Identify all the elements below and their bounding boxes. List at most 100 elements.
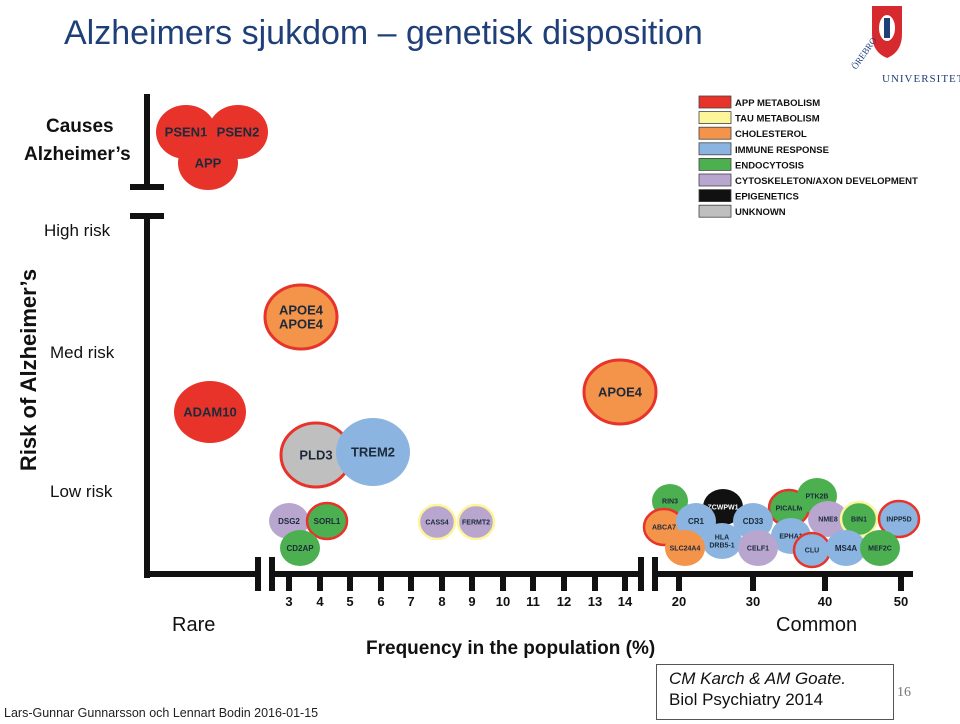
citation-box: CM Karch & AM Goate. Biol Psychiatry 201… — [656, 664, 894, 720]
x-rare-tick-label: 8 — [438, 594, 445, 609]
legend-label: TAU METABOLISM — [735, 114, 820, 125]
x-rare-tick — [500, 571, 506, 591]
legend-label: CHOLESTEROL — [735, 129, 807, 140]
gene-label: INPP5D — [886, 517, 911, 524]
gene-trem2: TREM2 — [336, 418, 410, 486]
legend-label: APP METABOLISM — [735, 98, 820, 109]
y-level-med: Med risk — [50, 343, 115, 362]
gene-bubble — [417, 503, 457, 541]
legend: APP METABOLISM TAU METABOLISM CHOLESTEROL I… — [698, 95, 918, 218]
gene-bubble — [336, 418, 410, 486]
x-rare-tick-label: 7 — [407, 594, 414, 609]
legend-swatch — [698, 126, 732, 140]
gene-bubble — [702, 523, 742, 559]
x-axis-common-label: Common — [776, 614, 857, 636]
gene-bubble — [269, 503, 309, 539]
x-rare-tick-label: 10 — [496, 594, 510, 609]
x-rare-tick-label: 3 — [285, 594, 292, 609]
gene-ms4a: MS4A — [826, 530, 866, 566]
x-rare-tick-label: 9 — [468, 594, 475, 609]
x-rare-tick — [378, 571, 384, 591]
x-axis-line — [144, 557, 913, 591]
gene-label: CD2AP — [286, 544, 314, 553]
x-axis-title: Frequency in the population (%) — [366, 638, 655, 659]
gene-bubble — [665, 530, 705, 566]
gene-label: BIN1 — [851, 517, 867, 524]
gene-label: EPHA1 — [779, 534, 802, 541]
gene-celf1: CELF1 — [738, 530, 778, 566]
gene-label: SLC24A4 — [670, 546, 701, 553]
x-common-tick-label: 30 — [746, 594, 760, 609]
x-axis-ticks — [286, 571, 904, 591]
gene-bubble — [733, 503, 773, 539]
legend-label: ENDOCYTOSIS — [735, 160, 804, 171]
gene-dsg2: DSG2 — [269, 503, 309, 539]
gene-bubble — [456, 503, 496, 541]
gene-bubble — [582, 358, 658, 426]
x-rare-tick — [439, 571, 445, 591]
gene-clu: CLU — [792, 531, 832, 569]
gene-label: CD33 — [743, 517, 764, 526]
gene-cr1: CR1 — [676, 503, 716, 539]
legend-swatch — [698, 157, 732, 171]
gene-label: APOE4 — [279, 317, 324, 332]
gene-inpp5d: INPP5D — [877, 499, 921, 539]
gene-label: TREM2 — [351, 445, 395, 460]
gene-label: RIN3 — [662, 499, 678, 506]
gene-label: APP — [195, 156, 222, 171]
svg-text:UNIVERSITET: UNIVERSITET — [882, 73, 960, 85]
legend-swatch — [698, 189, 732, 203]
gene-sorl1: SORL1 — [305, 501, 349, 541]
x-common-tick-label: 40 — [818, 594, 832, 609]
gene-bubble — [305, 501, 349, 541]
gene-label: ZCWPW1 — [707, 505, 738, 512]
gene-label: APOE4 — [598, 385, 643, 400]
legend-label: IMMUNE RESPONSE — [735, 145, 829, 156]
gene-label: NME8 — [818, 517, 838, 524]
x-common-tick-label: 20 — [672, 594, 686, 609]
legend-label: UNKNOWN — [735, 207, 786, 218]
gene-label: CELF1 — [747, 546, 769, 553]
legend-label: CYTOSKELETON/AXON DEVELOPMENT — [735, 176, 918, 187]
gene-cd2ap: CD2AP — [280, 530, 320, 566]
x-rare-tick — [347, 571, 353, 591]
gene-label: ADAM10 — [183, 405, 236, 420]
legend-swatch — [698, 142, 732, 156]
x-common-tick — [898, 571, 904, 591]
x-common-tick — [676, 571, 682, 591]
footer-authors: Lars-Gunnar Gunnarsson och Lennart Bodin… — [4, 706, 319, 720]
y-axis-line — [130, 94, 164, 578]
gene-label: CLU — [805, 548, 819, 555]
gene-label: SORL1 — [314, 517, 341, 526]
gene-bubble — [826, 530, 866, 566]
x-common-tick-label: 50 — [894, 594, 908, 609]
x-rare-tick — [561, 571, 567, 591]
gene-label: DRB5-1 — [709, 543, 734, 550]
gene-bubble — [808, 501, 848, 537]
x-axis-rare-label: Rare — [172, 614, 215, 636]
x-rare-tick-label: 12 — [557, 594, 571, 609]
gene-label: HLA — [715, 535, 729, 542]
x-common-tick — [822, 571, 828, 591]
legend-swatch — [698, 95, 732, 109]
gene-label: MS4A — [835, 544, 857, 553]
gene-label: ABCA7 — [652, 525, 676, 532]
gene-bubble — [280, 530, 320, 566]
page-title: Alzheimers sjukdom – genetisk dispositio… — [64, 14, 703, 52]
gene-label: MEF2C — [868, 546, 892, 553]
legend-swatch — [698, 204, 732, 218]
x-rare-tick-label: 11 — [526, 594, 540, 609]
y-axis-title: Risk of Alzheimer’s — [16, 269, 41, 471]
gene-bubble — [676, 503, 716, 539]
gene-cd33: CD33 — [733, 503, 773, 539]
x-rare-tick-label: 5 — [346, 594, 353, 609]
x-rare-tick — [622, 571, 628, 591]
x-rare-tick-label: 14 — [618, 594, 633, 609]
gene-label: PICALM — [776, 506, 803, 513]
x-rare-tick — [286, 571, 292, 591]
x-rare-tick — [408, 571, 414, 591]
page-number: 16 — [897, 685, 911, 700]
